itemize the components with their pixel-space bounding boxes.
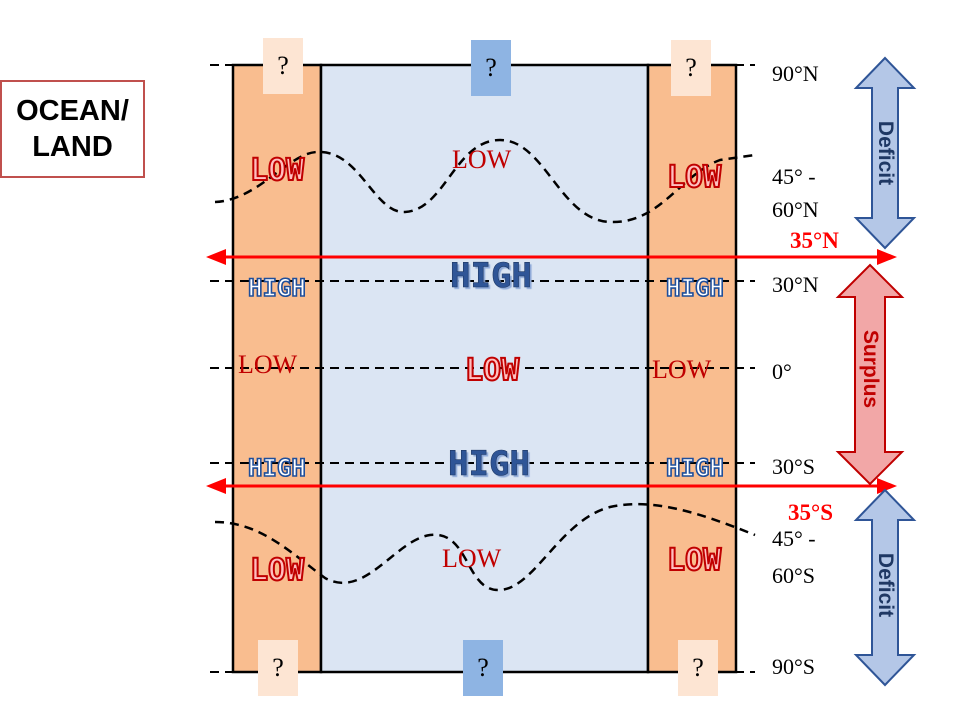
low-label-left-equator: LOW [238, 350, 298, 379]
high-label-ocean-north: HIGH [450, 256, 532, 296]
low-label-ocean-equator: LOW [464, 353, 520, 388]
lat-label-45-60s-line2: 60°S [772, 563, 816, 588]
lat-label-90n: 90°N [772, 61, 819, 86]
low-belt-south-curve [214, 502, 756, 592]
high-label-right-south: HIGH [665, 454, 724, 482]
lat-label-45-60s-line1: 45° - [772, 526, 816, 551]
deficit-arrow-top [853, 56, 917, 250]
question-box-top-right: ? [671, 40, 711, 96]
surplus-arrow [835, 263, 905, 486]
question-box-bottom-left: ? [258, 640, 298, 696]
high-label-ocean-south: HIGH [448, 444, 530, 484]
title-line-2: LAND [32, 131, 113, 163]
lat-label-30n: 30°N [772, 272, 819, 297]
arrow-35n [206, 249, 897, 265]
low-label-left-north: LOW [249, 153, 305, 188]
arrow-35s [206, 478, 897, 494]
lat-label-35s: 35°S [788, 500, 833, 525]
lat-label-45-60n-line2: 60°N [772, 197, 819, 222]
low-label-ocean-south: LOW [442, 544, 502, 573]
question-box-top-left: ? [263, 38, 303, 94]
low-label-right-north: LOW [666, 160, 722, 195]
low-label-left-south: LOW [249, 553, 305, 588]
ocean-land-title-box: OCEAN/ LAND [0, 80, 145, 178]
high-label-right-north: HIGH [665, 274, 724, 302]
lat-label-90s: 90°S [772, 654, 816, 679]
lat-label-30s: 30°S [772, 454, 816, 479]
question-box-bottom-right: ? [678, 640, 718, 696]
lat-label-eq: 0° [772, 359, 792, 384]
low-belt-north-curve [214, 138, 756, 224]
lat-label-45-60n-line1: 45° - [772, 164, 816, 189]
deficit-label-top: Deficit [874, 120, 897, 186]
low-label-right-south: LOW [666, 543, 722, 578]
deficit-arrow-bottom [853, 488, 917, 687]
question-box-bottom-ocean: ? [463, 640, 503, 696]
low-label-right-equator: LOW [652, 355, 712, 384]
title-line-1: OCEAN/ [16, 95, 129, 127]
high-label-left-south: HIGH [247, 454, 306, 482]
deficit-label-bottom: Deficit [874, 552, 897, 618]
low-label-ocean-north: LOW [452, 145, 512, 174]
surplus-label: Surplus [859, 329, 882, 409]
lat-label-35n: 35°N [790, 228, 839, 253]
high-label-left-north: HIGH [247, 274, 306, 302]
question-box-top-ocean: ? [471, 40, 511, 96]
